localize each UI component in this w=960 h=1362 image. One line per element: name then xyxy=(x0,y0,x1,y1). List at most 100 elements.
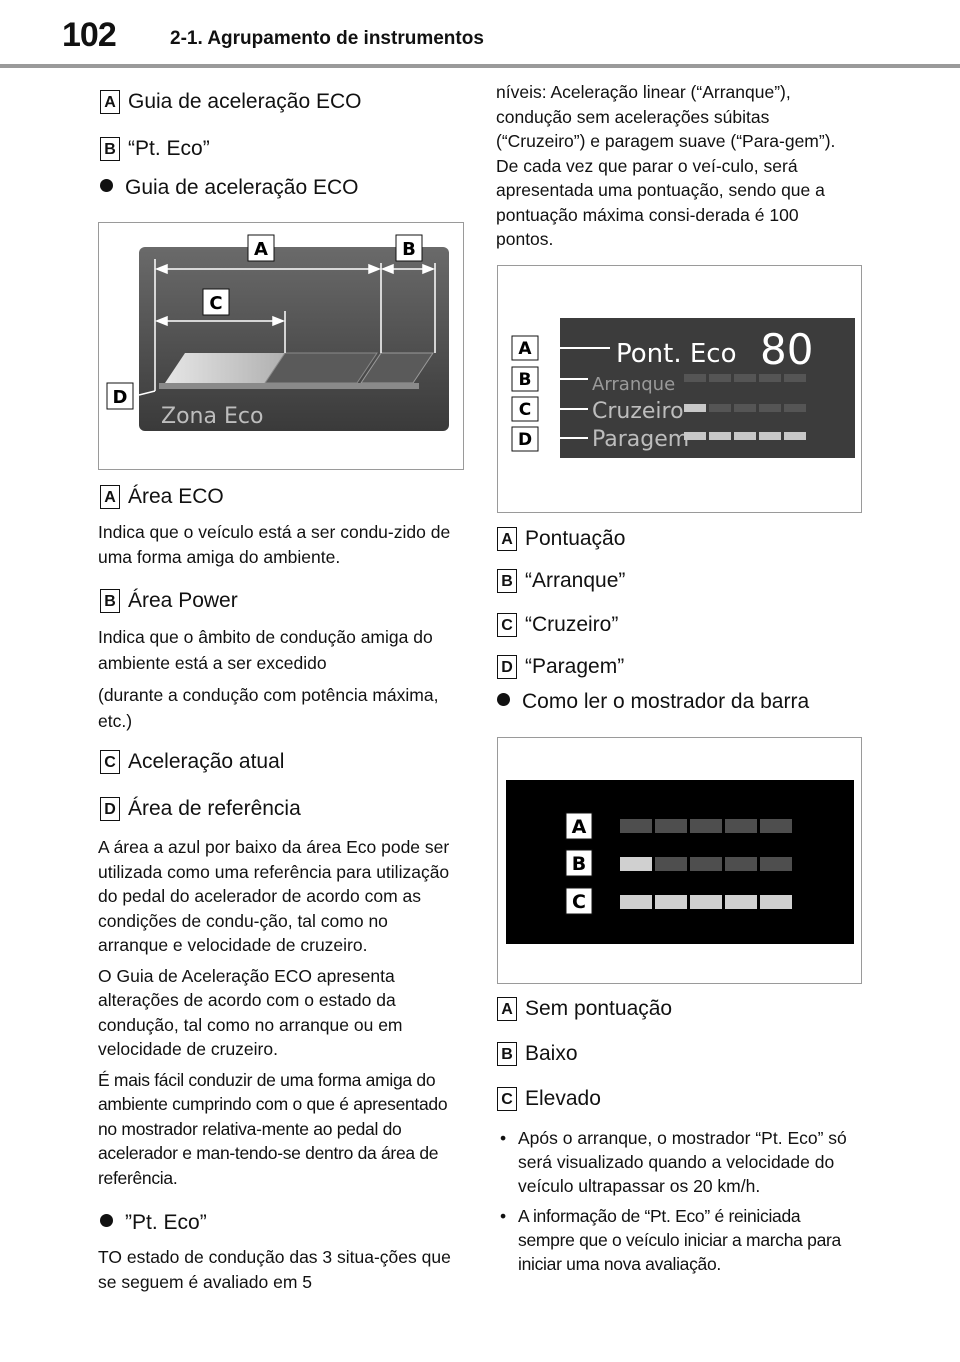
item-paragem: D“Paragem” xyxy=(497,654,624,680)
badge-c-text: C xyxy=(572,891,586,913)
badge-d xyxy=(106,382,134,410)
intro-label: Guia de aceleração ECO xyxy=(128,90,362,113)
eco-guide-illustration: Zona Eco A B C D xyxy=(106,234,449,431)
bullet-heading-eco-guide: Guia de aceleração ECO xyxy=(100,176,358,200)
badge-d-text: D xyxy=(113,387,128,408)
note-item: A informação de “Pt. Eco” é reiniciada s… xyxy=(496,1204,858,1276)
level-segment xyxy=(760,857,792,871)
badge-c xyxy=(565,887,593,915)
badge-a-text: A xyxy=(572,816,587,838)
level-segment xyxy=(759,432,781,440)
badge: A xyxy=(100,90,120,115)
level-segment xyxy=(734,432,756,440)
score-value: 80 xyxy=(760,325,813,374)
badge: A xyxy=(100,485,120,510)
level-segment xyxy=(690,895,722,909)
figure-bar-reading: A B C xyxy=(497,737,862,984)
eco-zone-text: Zona Eco xyxy=(161,404,263,429)
level-segment xyxy=(784,432,806,440)
level-segment xyxy=(684,404,706,412)
level-segment xyxy=(725,857,757,871)
level-segment xyxy=(684,432,706,440)
current-acceleration-bar xyxy=(165,353,285,383)
badge-c xyxy=(202,288,230,316)
badge-b-text: B xyxy=(572,853,586,875)
bullet-heading-bar-display: Como ler o mostrador da barra xyxy=(497,690,809,714)
eco-area-bar xyxy=(264,352,378,384)
badge-b xyxy=(511,366,539,392)
level-segment xyxy=(734,374,756,382)
badge: C xyxy=(497,1087,517,1112)
badge-d xyxy=(511,426,539,452)
level-segment xyxy=(734,404,756,412)
level-segment xyxy=(725,895,757,909)
eco-score-illustration: Pont. Eco 80 Arranque Cruzeiro Paragem A… xyxy=(511,318,855,458)
level-segment xyxy=(690,819,722,833)
item-arranque: B“Arranque” xyxy=(497,568,625,594)
row-label-arranque: Arranque xyxy=(592,374,675,395)
section-title: 2-1. Agrupamento de instrumentos xyxy=(170,28,484,49)
level-segment xyxy=(760,895,792,909)
desc-pt-eco: TO estado de condução das 3 situa-ções q… xyxy=(98,1247,451,1292)
badge: D xyxy=(497,655,517,680)
level-segment xyxy=(784,374,806,382)
badge: A xyxy=(497,997,517,1022)
notes-list: Após o arranque, o mostrador “Pt. Eco” s… xyxy=(496,1126,858,1282)
badge-b xyxy=(395,234,423,262)
level-segment xyxy=(620,819,652,833)
level-segment xyxy=(709,374,731,382)
badge-b-text: B xyxy=(519,370,532,390)
badge-b-text: B xyxy=(402,239,416,260)
score-bars xyxy=(684,374,806,440)
badge-a-text: A xyxy=(254,239,268,260)
badge: B xyxy=(100,137,120,162)
level-segment xyxy=(684,374,706,382)
badge-a xyxy=(247,234,275,262)
item-cruzeiro: C“Cruzeiro” xyxy=(497,612,618,638)
continuation-text: níveis: Aceleração linear (“Arranque”), … xyxy=(496,82,836,249)
desc-eco-area: Indica que o veículo está a ser condu-zi… xyxy=(98,522,451,567)
level-segment xyxy=(709,404,731,412)
row-label-cruzeiro: Cruzeiro xyxy=(592,399,684,424)
level-segment xyxy=(759,404,781,412)
bullet-icon xyxy=(497,693,510,706)
bar-reading-illustration: A B C xyxy=(506,780,854,944)
header-rule xyxy=(0,64,960,68)
score-title: Pont. Eco xyxy=(616,339,737,369)
bullet-icon xyxy=(100,1214,113,1227)
level-segment xyxy=(784,404,806,412)
badge-a xyxy=(511,335,539,361)
badge-c-text: C xyxy=(519,400,531,420)
badge-a-text: A xyxy=(518,339,532,359)
page-header: 102 2-1. Agrupamento de instrumentos xyxy=(0,0,960,68)
figure-eco-guide: Zona Eco A B C D xyxy=(98,222,464,470)
desc-reference-area: A área a azul por baixo da área Eco pode… xyxy=(98,837,450,1188)
intro-item-a: A Guia de aceleração ECO xyxy=(100,89,361,115)
level-segment xyxy=(620,895,652,909)
badge-a xyxy=(565,812,593,840)
intro-item-b: B“Pt. Eco” xyxy=(100,136,210,162)
reference-area-strip xyxy=(159,383,419,389)
badge-c xyxy=(511,396,539,422)
level-segment xyxy=(655,857,687,871)
figure-eco-score: Pont. Eco 80 Arranque Cruzeiro Paragem A… xyxy=(497,265,862,513)
bullet-icon xyxy=(100,179,113,192)
desc-power-area: Indica que o âmbito de condução amiga do… xyxy=(98,627,439,731)
level-segment xyxy=(690,857,722,871)
note-item: Após o arranque, o mostrador “Pt. Eco” s… xyxy=(496,1126,858,1198)
level-segment xyxy=(655,819,687,833)
level-segment xyxy=(620,857,652,871)
badge: C xyxy=(497,613,517,638)
page-number: 102 xyxy=(62,16,117,54)
badge: A xyxy=(497,527,517,552)
level-segment xyxy=(655,895,687,909)
badge: B xyxy=(497,569,517,594)
